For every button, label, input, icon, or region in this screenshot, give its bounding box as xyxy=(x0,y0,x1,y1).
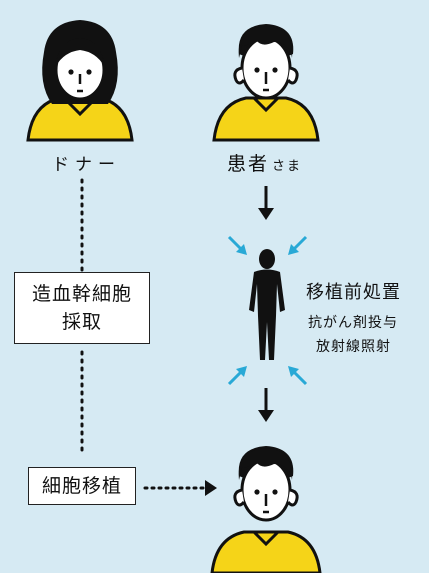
patient-label-main: 患者 xyxy=(227,153,270,175)
patient-figure xyxy=(212,22,320,142)
harvest-line-1: 造血幹細胞 xyxy=(31,283,132,305)
pretreatment-chemo: 抗がん剤投与 xyxy=(308,315,398,331)
dotted-arrow-right-icon xyxy=(143,480,217,496)
pretreatment-title: 移植前処置 xyxy=(306,282,401,303)
pretreatment-radiation: 放射線照射 xyxy=(316,339,391,355)
silhouette-body-icon xyxy=(249,249,285,360)
transplant-label: 細胞移植 xyxy=(41,475,122,497)
patient-label-honorific: さま xyxy=(272,159,303,174)
arrow-down-icon xyxy=(258,388,274,422)
patient-after-transplant-figure xyxy=(210,444,322,573)
stem-cell-harvest-box: 造血幹細胞 採取 xyxy=(14,272,150,344)
arrow-down-icon xyxy=(258,186,274,220)
harvest-line-2: 採取 xyxy=(61,311,102,333)
cell-transplant-box: 細胞移植 xyxy=(28,467,136,505)
patient-label: 患者さま xyxy=(227,149,302,176)
radiation-arrows-icon xyxy=(227,235,308,386)
donor-label: ドナー xyxy=(52,155,121,175)
donor-figure xyxy=(26,20,134,142)
